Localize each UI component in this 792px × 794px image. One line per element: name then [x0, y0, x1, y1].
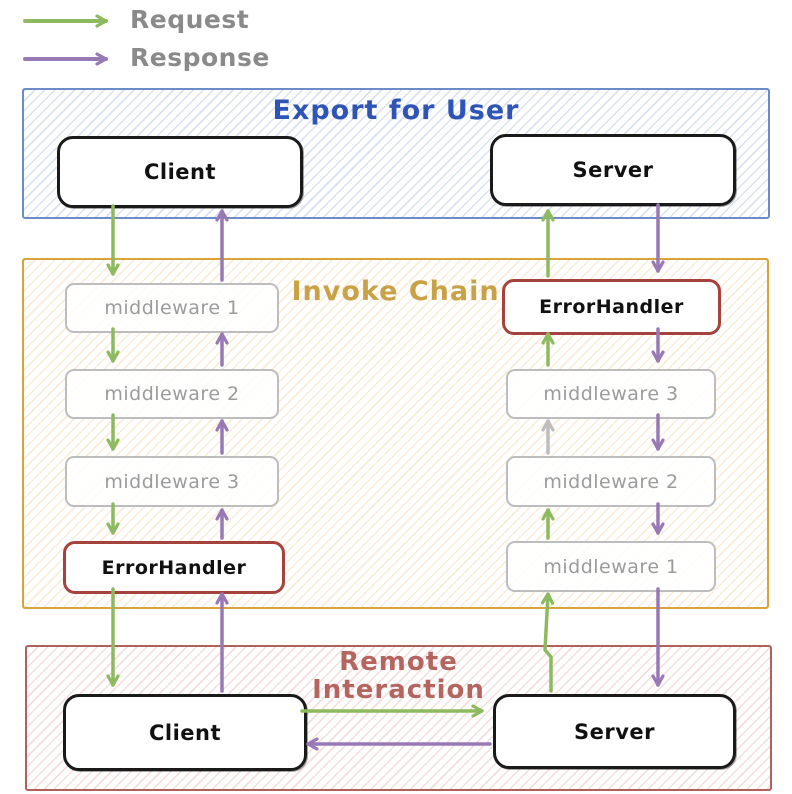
client-top-label: Client: [143, 160, 217, 184]
middleware1-left-label: middleware 1: [104, 297, 240, 319]
middleware1-left-node: middleware 1: [65, 283, 279, 333]
client-top-node: Client: [57, 136, 303, 208]
export-section-title: Export for User: [272, 95, 520, 126]
middleware3-left-node: middleware 3: [65, 456, 279, 507]
remote-section-title: Remote Interaction: [27, 648, 770, 704]
server-top-node: Server: [490, 134, 736, 206]
middleware2-right-label: middleware 2: [543, 470, 679, 493]
section-invoke-chain: Invoke Chain middleware 1 middleware 2 m…: [22, 258, 769, 609]
middleware3-left-label: middleware 3: [104, 470, 240, 493]
client-bottom-node: Client: [63, 694, 307, 771]
invoke-section-title: Invoke Chain: [291, 276, 500, 307]
middleware1-right-label: middleware 1: [543, 555, 679, 578]
server-top-label: Server: [572, 158, 654, 182]
middleware3-right-label: middleware 3: [543, 383, 679, 405]
section-remote-interaction: Remote Interaction Client Server: [25, 645, 772, 791]
section-export-for-user: Export for User Client Server: [22, 88, 770, 219]
server-bottom-node: Server: [493, 694, 736, 769]
errorhandler-right-node: ErrorHandler: [502, 279, 721, 335]
errorhandler-left-label: ErrorHandler: [101, 556, 247, 579]
errorhandler-left-node: ErrorHandler: [63, 541, 285, 594]
middleware1-right-node: middleware 1: [506, 541, 716, 592]
server-bottom-label: Server: [573, 719, 655, 744]
client-bottom-label: Client: [148, 720, 222, 745]
errorhandler-right-label: ErrorHandler: [539, 296, 684, 318]
middleware3-right-node: middleware 3: [506, 369, 716, 419]
remote-title-line2: Interaction: [312, 675, 485, 705]
middleware2-left-node: middleware 2: [65, 369, 279, 419]
middleware2-left-label: middleware 2: [104, 383, 240, 405]
legend-request-label: Request: [130, 5, 250, 34]
legend-response-label: Response: [130, 43, 270, 72]
middleware2-right-node: middleware 2: [506, 456, 716, 507]
remote-title-line1: Remote: [339, 647, 458, 677]
